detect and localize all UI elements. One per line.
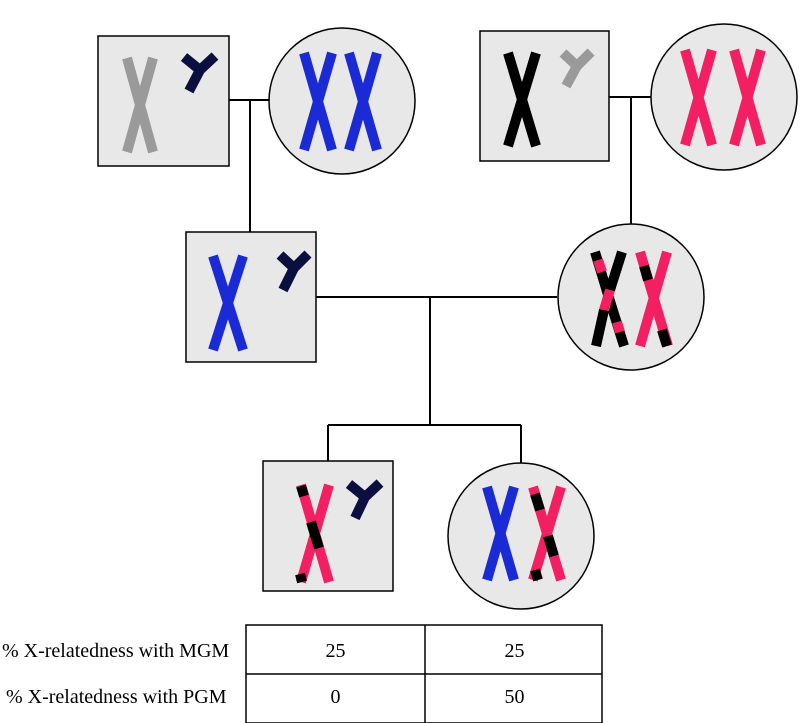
mother	[557, 223, 705, 371]
x-chromosome-blue-1	[299, 51, 337, 152]
female-symbol	[268, 27, 416, 175]
table-row-label-pgm: % X-relatedness with PGM	[6, 686, 227, 708]
y-chromosome-navy	[345, 479, 384, 521]
father	[185, 231, 317, 363]
x-chromosome-recombinant	[528, 485, 566, 582]
table-cell-son-mgm: 25	[325, 640, 346, 662]
female-symbol	[447, 462, 595, 610]
paternal-grandfather	[97, 35, 230, 167]
y-chromosome-navy	[180, 52, 219, 94]
pedigree-lines	[229, 96, 653, 466]
daughter	[447, 462, 595, 610]
x-chromosome-blue-2	[344, 51, 382, 152]
x-chromosome-grey	[122, 56, 158, 154]
table-cell-daughter-mgm: 25	[504, 640, 525, 662]
table-cell-son-pgm: 0	[330, 686, 341, 708]
x-chromosome-blue	[482, 485, 519, 582]
female-symbol	[650, 23, 798, 171]
relatedness-table	[245, 624, 603, 723]
paternal-grandmother	[268, 27, 416, 175]
table-row-label-mgm: % X-relatedness with MGM	[2, 640, 230, 662]
x-chromosome-pink-2	[729, 48, 766, 147]
maternal-grandfather	[479, 30, 610, 162]
female-symbol	[557, 223, 705, 371]
maternal-grandmother	[650, 23, 798, 171]
x-chromosome-blue	[208, 254, 248, 352]
x-chromosome-recombinant	[295, 483, 334, 584]
male-symbol	[185, 231, 317, 363]
y-chromosome-grey	[559, 48, 595, 89]
x-chromosome-pink-1	[680, 48, 717, 147]
y-chromosome-navy	[276, 250, 312, 293]
x-chromosome-black	[503, 51, 541, 148]
x-chromosome-recombinant-1	[590, 250, 629, 348]
male-symbol	[479, 30, 610, 162]
table-cell-daughter-pgm: 50	[504, 686, 525, 708]
x-chromosome-recombinant-2	[635, 250, 673, 348]
son	[262, 460, 394, 592]
